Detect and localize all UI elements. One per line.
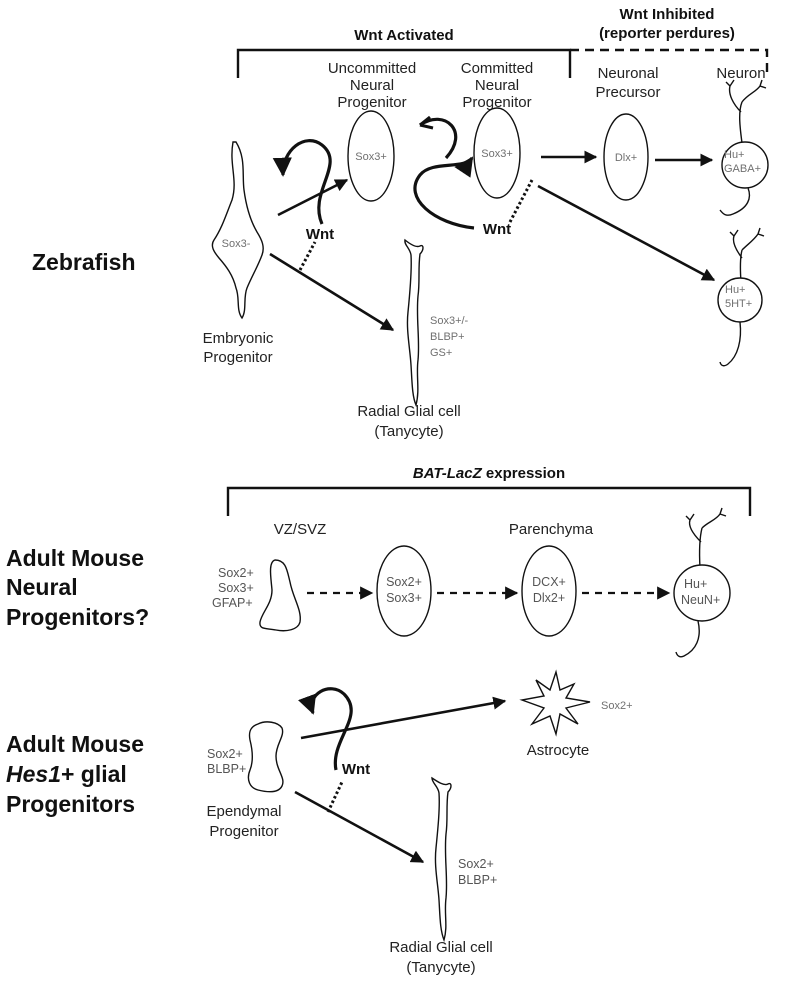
astrocyte-label: Astrocyte <box>527 742 590 759</box>
wnt-label-1: Wnt <box>306 226 334 243</box>
mouse-radial-marker: Sox2+ <box>458 857 494 871</box>
wnt-inhibition-1 <box>298 241 317 271</box>
parenchyma-neuroblast-cell: DCX+ Dlx2+ <box>521 545 577 637</box>
vz-svz-marker: Sox2+ <box>218 566 254 580</box>
svg-text:Neural: Neural <box>350 77 394 94</box>
wnt-label-2: Wnt <box>483 221 511 238</box>
svg-text:Uncommitted: Uncommitted <box>328 60 416 77</box>
svg-text:Progenitor: Progenitor <box>462 94 531 111</box>
uncommitted-progenitor-cell: Sox3+ <box>347 110 395 202</box>
svg-text:Neural: Neural <box>6 574 78 600</box>
wnt-inhibition-3 <box>326 781 344 813</box>
ependymal-progenitor-label: Ependymal Progenitor <box>206 803 281 840</box>
svg-text:Ependymal: Ependymal <box>206 803 281 820</box>
astrocyte-cell: Sox2+ <box>519 669 633 737</box>
radial-marker: Sox3+/- <box>430 315 469 327</box>
uncommitted-marker: Sox3+ <box>355 151 387 163</box>
svg-text:(Tanycyte): (Tanycyte) <box>406 959 475 976</box>
neuron-gaba-cell: Hu+ GABA+ <box>719 79 769 216</box>
svg-text:Progenitor: Progenitor <box>337 94 406 111</box>
bat-lacz-label: BAT-LacZ expression <box>413 465 565 482</box>
neuron-label: Neuron <box>716 65 765 82</box>
ependymal-progenitor-cell: Sox2+ BLBP+ <box>207 721 284 793</box>
svg-text:Radial Glial cell: Radial Glial cell <box>389 939 492 956</box>
arrow-ependymal-to-radial <box>294 790 425 864</box>
mouse-neuron-marker: NeuN+ <box>681 593 720 607</box>
radial-glial-cell: Sox3+/- BLBP+ GS+ <box>404 238 469 408</box>
vz-svz-label: VZ/SVZ <box>274 521 327 538</box>
svg-text:Progenitor: Progenitor <box>209 823 278 840</box>
svg-text:Radial Glial cell: Radial Glial cell <box>357 403 460 420</box>
wnt-inhibition-2 <box>508 179 534 223</box>
neuroblast-marker: DCX+ <box>532 575 566 589</box>
neuronal-precursor-cell: Dlx+ <box>603 113 649 201</box>
wnt-curl-2 <box>413 156 475 230</box>
neuron-gaba-marker: GABA+ <box>724 163 761 175</box>
mouse-radial-glial-cell: Sox2+ BLBP+ <box>431 776 497 943</box>
arrow-embryonic-to-uncommitted <box>277 178 349 217</box>
wnt-curl-2-top <box>419 117 458 160</box>
wnt-curl-3 <box>298 687 353 771</box>
parenchyma-label: Parenchyma <box>509 521 594 538</box>
mouse-hes1-section-label: Adult Mouse Hes1+ glial Progenitors <box>6 731 144 817</box>
mouse-radial-glial-label: Radial Glial cell (Tanycyte) <box>389 939 492 976</box>
wnt-curl-1 <box>272 139 332 225</box>
arrow-ependymal-to-astrocyte <box>300 696 507 740</box>
wnt-label-3: Wnt <box>342 761 370 778</box>
svg-text:(Tanycyte): (Tanycyte) <box>374 423 443 440</box>
wnt-inhibited-label: Wnt Inhibited <box>620 6 715 23</box>
ependymal-marker: Sox2+ <box>207 747 243 761</box>
vz-svz-marker: Sox3+ <box>218 581 254 595</box>
embryonic-progenitor-cell: Sox3- <box>211 141 264 320</box>
mouse-neural-section-label: Adult Mouse Neural Progenitors? <box>6 545 149 630</box>
neuronal-precursor-label: Neuronal Precursor <box>595 65 660 101</box>
mouse-progenitor-cell: Sox2+ Sox3+ <box>376 545 432 637</box>
neuron-5ht-marker: 5HT+ <box>725 298 752 310</box>
radial-marker: BLBP+ <box>430 331 465 343</box>
neuroblast-marker: Dlx2+ <box>533 591 565 605</box>
committed-marker: Sox3+ <box>481 148 513 160</box>
embryonic-marker: Sox3- <box>222 238 251 250</box>
bat-lacz-bracket: BAT-LacZ expression <box>226 465 752 516</box>
svg-text:Adult Mouse: Adult Mouse <box>6 731 144 757</box>
astrocyte-marker: Sox2+ <box>601 700 633 712</box>
svg-text:Progenitors: Progenitors <box>6 791 135 817</box>
vz-svz-astrocyte-cell: Sox2+ Sox3+ GFAP+ <box>212 559 301 632</box>
radial-marker: GS+ <box>430 347 452 359</box>
mouse-neuron-cell: Hu+ NeuN+ <box>673 507 731 658</box>
ependymal-marker: BLBP+ <box>207 762 246 776</box>
mouse-radial-marker: BLBP+ <box>458 873 497 887</box>
mouse-neuron-marker: Hu+ <box>684 577 707 591</box>
neuron-5ht-marker: Hu+ <box>725 284 746 296</box>
svg-text:Progenitors?: Progenitors? <box>6 604 149 630</box>
svg-text:Precursor: Precursor <box>595 84 660 101</box>
svg-text:Progenitor: Progenitor <box>203 349 272 366</box>
vz-svz-marker: GFAP+ <box>212 596 253 610</box>
svg-text:Neuronal: Neuronal <box>598 65 659 82</box>
svg-text:Neural: Neural <box>475 77 519 94</box>
svg-text:Embryonic: Embryonic <box>203 330 274 347</box>
neuron-5ht-cell: Hu+ 5HT+ <box>717 227 765 367</box>
wnt-activated-bracket: Wnt Activated <box>236 27 572 78</box>
uncommitted-label: Uncommitted Neural Progenitor <box>328 60 416 111</box>
arrow-committed-to-5ht <box>537 184 716 282</box>
embryonic-progenitor-label: Embryonic Progenitor <box>203 330 274 366</box>
neuron-gaba-marker: Hu+ <box>724 149 745 161</box>
svg-text:Adult Mouse: Adult Mouse <box>6 545 144 571</box>
svg-text:Hes1+ glial: Hes1+ glial <box>6 761 127 787</box>
committed-label: Committed Neural Progenitor <box>461 60 534 111</box>
svg-text:Committed: Committed <box>461 60 534 77</box>
mouse-progenitor-marker: Sox2+ <box>386 575 422 589</box>
wnt-inhibited-sublabel: (reporter perdures) <box>599 25 735 42</box>
wnt-inhibited-bracket: Wnt Inhibited (reporter perdures) <box>570 6 769 78</box>
mouse-progenitor-marker: Sox3+ <box>386 591 422 605</box>
radial-glial-label: Radial Glial cell (Tanycyte) <box>357 403 460 440</box>
precursor-marker: Dlx+ <box>615 152 637 164</box>
zebrafish-section-label: Zebrafish <box>32 249 136 275</box>
wnt-activated-label: Wnt Activated <box>354 27 453 44</box>
committed-progenitor-cell: Sox3+ <box>473 107 521 199</box>
arrow-embryonic-to-radial <box>269 252 395 332</box>
